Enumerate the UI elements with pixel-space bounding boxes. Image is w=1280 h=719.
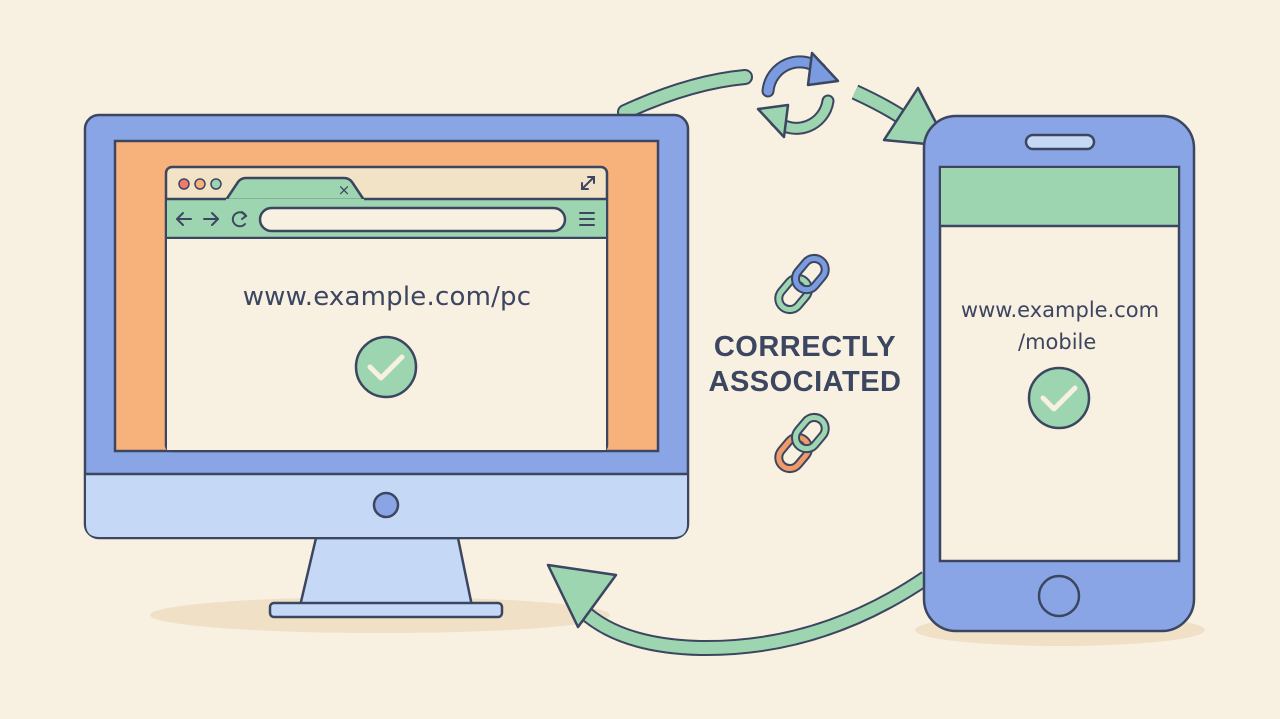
desktop-url-label: www.example.com/pc xyxy=(242,282,532,312)
phone-screen xyxy=(938,165,1181,563)
phone-speaker xyxy=(1024,133,1096,151)
reload-icon[interactable] xyxy=(231,211,248,228)
window-maximize-dot[interactable] xyxy=(210,178,222,190)
mobile-phone xyxy=(922,114,1196,633)
sync-icon xyxy=(756,51,840,139)
association-line2: ASSOCIATED xyxy=(708,366,902,398)
desktop-monitor xyxy=(83,113,690,619)
browser-tab xyxy=(224,176,366,202)
back-arrow-icon[interactable] xyxy=(176,212,192,226)
checkmark-icon xyxy=(1027,366,1091,430)
phone-header-bar xyxy=(941,168,1178,226)
home-button-icon[interactable] xyxy=(1037,574,1081,618)
tab-close-icon[interactable]: × xyxy=(338,181,351,199)
sync-arrow-bottom xyxy=(546,563,931,657)
association-line1: CORRECTLY xyxy=(713,331,897,363)
window-close-dot[interactable] xyxy=(178,178,190,190)
address-bar[interactable] xyxy=(258,206,567,233)
browser-window xyxy=(164,165,609,453)
association-label: CORRECTLY ASSOCIATED xyxy=(690,330,920,400)
monitor-stand xyxy=(298,536,474,608)
link-icon xyxy=(774,412,830,474)
mobile-url-line1: www.example.com xyxy=(960,298,1160,322)
mobile-url-line2: /mobile xyxy=(1018,330,1097,354)
monitor-base xyxy=(268,601,504,619)
monitor-power-button xyxy=(372,491,400,519)
checkmark-icon xyxy=(354,335,418,399)
link-icon xyxy=(774,253,830,315)
expand-icon[interactable] xyxy=(581,176,595,190)
mobile-url-label: www.example.com /mobile xyxy=(940,294,1180,358)
sync-arrow-top xyxy=(617,69,950,148)
forward-arrow-icon[interactable] xyxy=(203,212,219,226)
window-minimize-dot[interactable] xyxy=(194,178,206,190)
menu-icon[interactable] xyxy=(579,212,595,226)
